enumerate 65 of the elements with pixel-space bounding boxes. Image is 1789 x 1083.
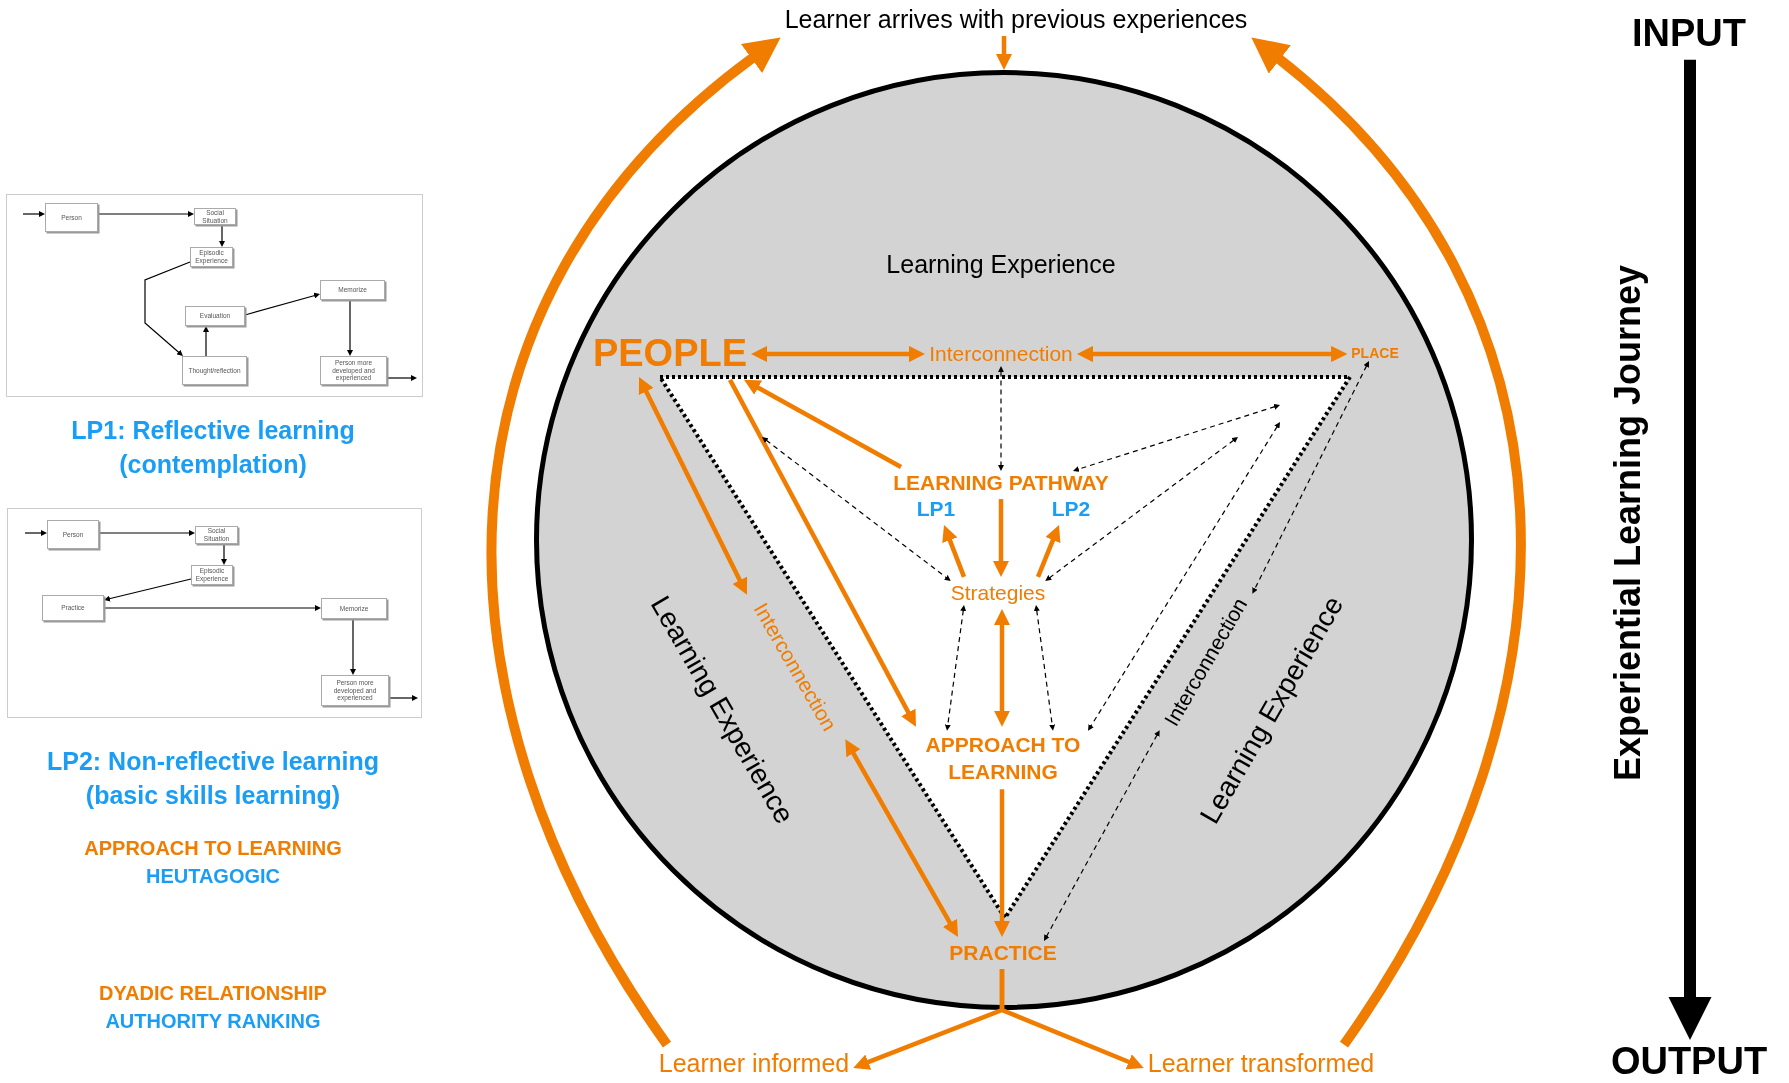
label-text: LP1 [916, 496, 956, 522]
dashed-arrow [762, 437, 951, 581]
arrow [144, 261, 191, 356]
arrow [942, 525, 967, 578]
label-text: Strategies [950, 580, 1046, 606]
heading: INPUT [1632, 12, 1746, 56]
dashed-arrow [1073, 403, 1280, 472]
flowchart-thumbnail [7, 508, 422, 718]
dashed-arrow [1044, 730, 1160, 941]
dashed-arrow [1252, 361, 1369, 594]
label-text: Learner transformed [1147, 1048, 1375, 1078]
arrow [103, 605, 321, 611]
arrow [97, 211, 194, 217]
dashed-arrow [1033, 605, 1056, 731]
arrow [98, 530, 195, 536]
dashed-arrow [944, 605, 967, 731]
flowchart-thumbnail [6, 194, 423, 397]
label-text: Learner informed [658, 1048, 850, 1078]
arrow [1035, 525, 1061, 578]
arrow [1076, 345, 1348, 363]
arrow [993, 609, 1011, 727]
arrow [1252, 35, 1526, 1048]
dashed-arrow [1045, 437, 1238, 581]
label-text: LP1: Reflective learning (contemplation) [70, 415, 356, 480]
arrow [221, 543, 227, 565]
arrow [845, 739, 958, 937]
heading: APPROACH TO LEARNING [918, 730, 1088, 786]
label-text: Interconnection [929, 341, 1073, 367]
arrow [992, 499, 1010, 577]
circle [534, 70, 1474, 1010]
vertical-label: Experiential Learning Journey [1607, 264, 1649, 782]
arrow [24, 530, 47, 536]
label-text: PLACE [1351, 344, 1399, 362]
label-text: AUTHORITY RANKING [105, 1009, 321, 1033]
arrow [751, 345, 926, 363]
arrow [1668, 59, 1712, 1040]
arrow [347, 299, 353, 356]
arrow [244, 292, 320, 316]
heading: PEOPLE [592, 332, 748, 376]
heading: OUTPUT [1610, 1040, 1768, 1083]
arrow [995, 36, 1013, 70]
dashed-arrow [1088, 422, 1280, 731]
label-text: APPROACH TO LEARNING [84, 836, 342, 860]
arrow [728, 378, 916, 727]
label-text: LP2 [1051, 496, 1091, 522]
arrow [22, 211, 45, 217]
arrow [219, 224, 225, 247]
statement-text: Learner arrives with previous experiences [784, 4, 1248, 34]
arrow [993, 789, 1011, 937]
dashed-arrow [998, 366, 1004, 471]
arrow [104, 578, 192, 602]
arrow [350, 618, 356, 675]
arrow [388, 695, 418, 701]
heading: PRACTICE [949, 940, 1057, 966]
arrow [487, 35, 780, 1048]
heading: Learning Experience [886, 249, 1116, 279]
arrow [386, 375, 417, 381]
label-text: DYADIC RELATIONSHIP [99, 981, 327, 1005]
arrow [999, 969, 1144, 1070]
heading: LEARNING PATHWAY [893, 470, 1109, 496]
arrow [744, 379, 903, 469]
arrow [203, 326, 209, 357]
arrow [638, 377, 748, 595]
label-text: HEUTAGOGIC [145, 864, 281, 888]
label-text: LP2: Non-reflective learning (basic skills learning) [46, 746, 380, 811]
